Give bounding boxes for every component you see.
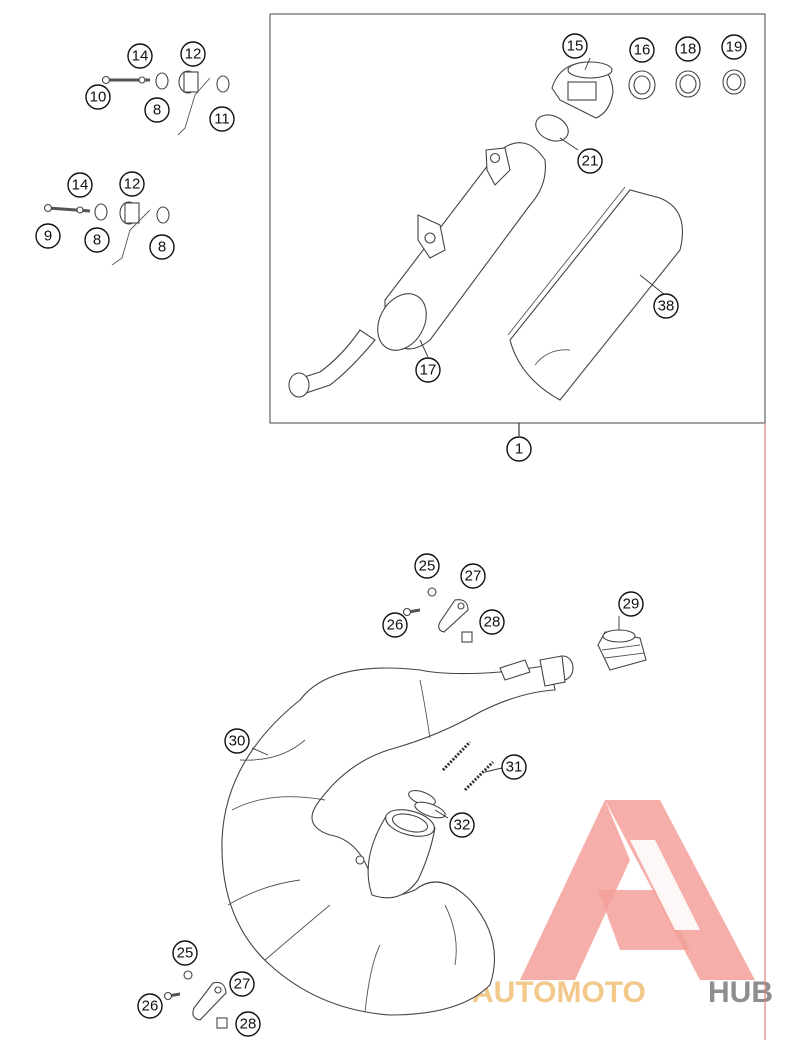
callout: 26 xyxy=(137,993,163,1019)
o-rings xyxy=(408,790,446,819)
callout: 12 xyxy=(180,41,206,67)
callout-label: 14 xyxy=(72,177,89,194)
callout-label: 28 xyxy=(240,1016,257,1033)
callout-label: 12 xyxy=(185,46,202,63)
callout: 27 xyxy=(460,563,486,589)
callout: 18 xyxy=(675,36,701,62)
callout: 27 xyxy=(229,971,255,997)
callout-label: 17 xyxy=(420,362,437,379)
callout: 19 xyxy=(721,34,747,60)
callout: 32 xyxy=(449,812,475,838)
callout-label: 16 xyxy=(634,42,651,59)
callout: 14 xyxy=(67,172,93,198)
callout-label: 10 xyxy=(90,89,107,106)
ring-16 xyxy=(628,70,656,100)
callout-label: 31 xyxy=(506,759,523,776)
callout-label: 8 xyxy=(93,232,101,249)
callout-label: 29 xyxy=(623,596,640,613)
leader-lines xyxy=(251,57,666,819)
bracket-upper xyxy=(402,587,473,643)
callout-label: 19 xyxy=(726,39,743,56)
end-cap xyxy=(551,61,614,119)
watermark-text-accent: AUTOMOTO xyxy=(472,976,646,1009)
callout: 28 xyxy=(479,609,505,635)
callout: 25 xyxy=(414,553,440,579)
callout-label: 26 xyxy=(387,617,404,634)
callout: 9 xyxy=(35,223,61,249)
callout: 8 xyxy=(149,234,175,260)
insulation-sleeve xyxy=(507,186,684,401)
rubber-coupling xyxy=(597,629,647,671)
callout-label: 1 xyxy=(515,441,523,458)
callout-label: 25 xyxy=(177,945,194,962)
callout-label: 30 xyxy=(229,733,246,750)
callout-label: 8 xyxy=(153,102,161,119)
callout-label: 21 xyxy=(582,153,599,170)
callout: 12 xyxy=(119,171,145,197)
callout: 8 xyxy=(144,97,170,123)
silencer-assembly-box xyxy=(269,13,766,1040)
callout-label: 25 xyxy=(419,558,436,575)
callout: 26 xyxy=(382,612,408,638)
watermark-text-dark: HUB xyxy=(708,976,773,1009)
callout: 30 xyxy=(224,728,250,754)
callout-label: 18 xyxy=(680,41,697,58)
callout-label: 26 xyxy=(142,998,159,1015)
callout: 25 xyxy=(172,940,198,966)
springs xyxy=(441,740,495,792)
bracket-lower xyxy=(163,970,228,1029)
callout: 29 xyxy=(618,591,644,617)
ring-18 xyxy=(675,70,701,98)
callout: 10 xyxy=(85,84,111,110)
callout-label: 11 xyxy=(214,111,230,128)
callout-label: 15 xyxy=(567,38,584,55)
callout: 17 xyxy=(415,357,441,383)
callout: 31 xyxy=(501,754,527,780)
callout-assembly: 1 xyxy=(506,436,532,462)
callout-label: 38 xyxy=(658,298,675,315)
callout-label: 28 xyxy=(484,614,501,631)
callout-label: 32 xyxy=(454,817,471,834)
callout: 11 xyxy=(209,106,235,132)
ring-19 xyxy=(722,69,746,95)
callout-label: 14 xyxy=(132,48,149,65)
callout: 28 xyxy=(235,1011,261,1037)
callout-label: 8 xyxy=(158,239,166,256)
callout-label: 27 xyxy=(465,568,482,585)
callout-label: 9 xyxy=(44,228,52,245)
automotohub-logo: AUTOMOTO HUB xyxy=(472,800,773,1009)
callout-label: 12 xyxy=(124,176,141,193)
expansion-chamber xyxy=(221,655,574,1016)
callout: 21 xyxy=(577,148,603,174)
callout: 38 xyxy=(653,293,679,319)
silencer-body xyxy=(288,142,546,398)
callout: 15 xyxy=(562,33,588,59)
callout: 14 xyxy=(127,43,153,69)
callout: 8 xyxy=(84,227,110,253)
callout: 16 xyxy=(629,37,655,63)
callout-label: 27 xyxy=(234,976,251,993)
mount-hardware-upper xyxy=(101,70,230,136)
gasket xyxy=(535,114,569,142)
mount-hardware-lower xyxy=(43,201,170,266)
